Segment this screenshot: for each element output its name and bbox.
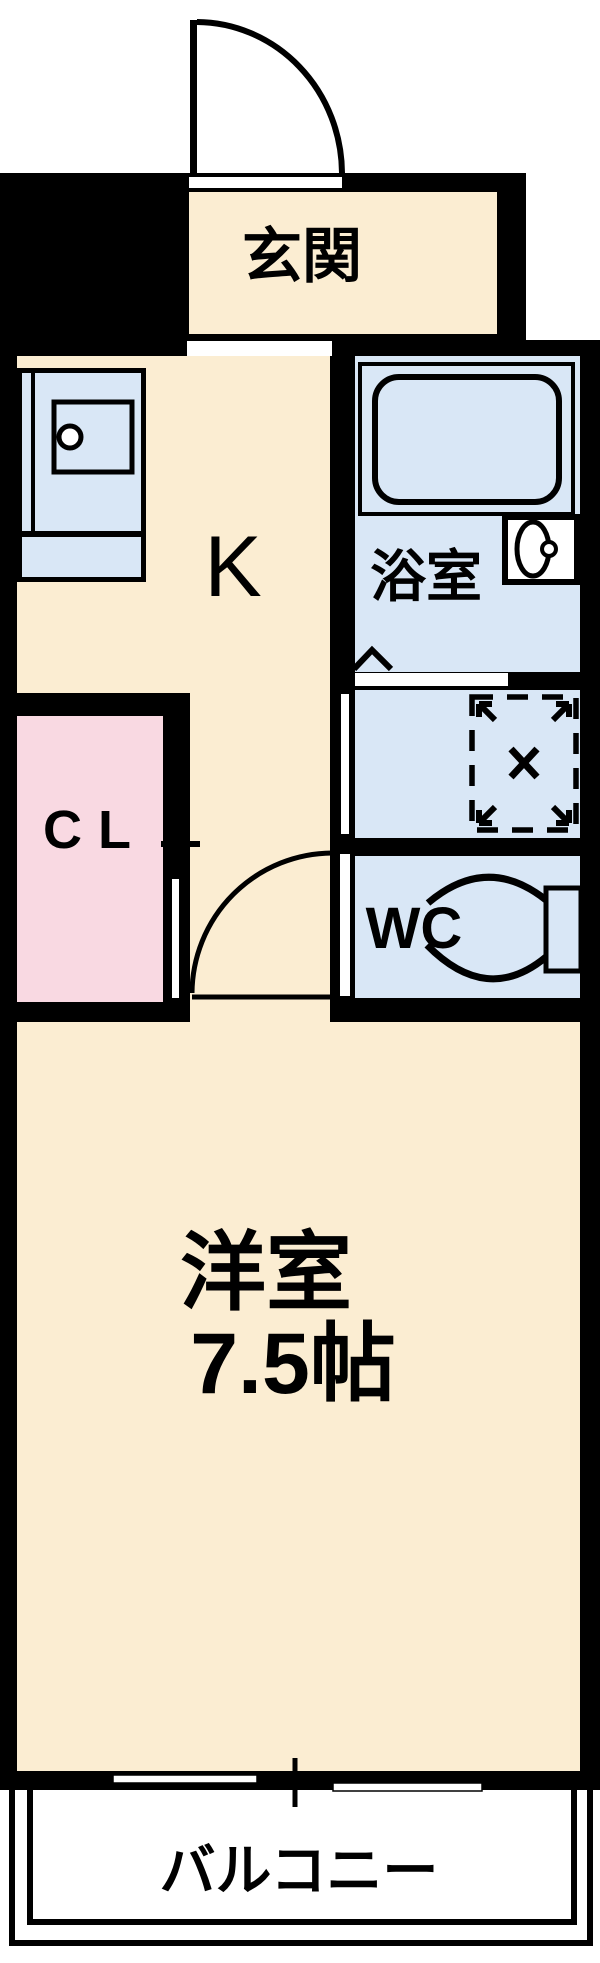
kitchen-sink-icon [51,399,135,475]
closet-sliding-door-icon [170,877,181,1000]
room-door-leaf [338,852,352,998]
bathtub-icon [358,362,575,516]
bathroom-label: 浴室 [370,545,482,608]
room-laundry [355,690,580,838]
top-right-wall-block [497,173,526,343]
toilet-label: WC [365,896,463,961]
top-left-wall-block [0,173,189,356]
western-room-label: 洋室 [180,1225,352,1321]
washing-machine-pan-icon [469,694,579,833]
genkan-label: 玄関 [242,223,362,290]
kitchen-label: K [204,519,262,615]
room-door-swing-icon [189,850,333,1000]
western-room-size: 7.5帖 [190,1316,396,1412]
laundry-wall-strip [339,692,351,836]
room-western [17,1022,580,1771]
closet-label: CL [43,800,147,860]
balcony-label: バルコニー [159,1839,439,1902]
genkan-kitchen-threshold [187,341,332,356]
kitchen-counter-icon [17,368,146,582]
bathroom-door-chevron-icon [351,645,394,672]
room-closet [17,716,163,1002]
balcony-rail-icon [9,1790,593,1946]
room-genkan [189,192,497,334]
sliding-window-icon [112,1758,483,1807]
entry-door-threshold [189,177,342,188]
toilet-icon [424,873,584,983]
washbasin-icon [502,514,580,585]
bathroom-threshold [355,673,508,686]
entry-door-swing-icon [190,19,345,174]
